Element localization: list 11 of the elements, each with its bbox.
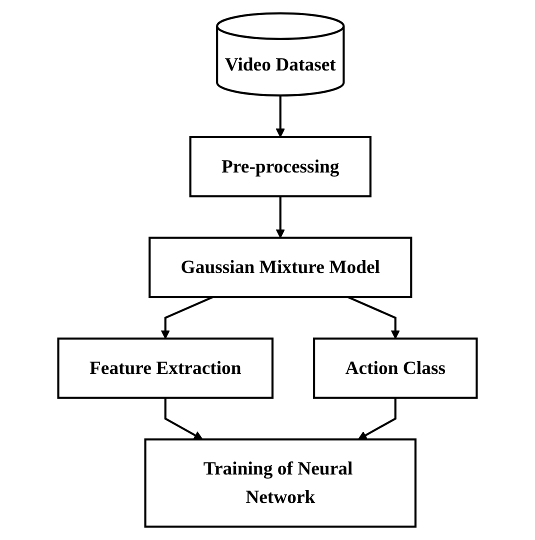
- node-box: Action Class: [313, 338, 478, 399]
- arrow: [348, 296, 400, 339]
- node-box: Pre-processing: [189, 136, 372, 198]
- arrow: [164, 398, 203, 440]
- node-box: Feature Extraction: [57, 338, 274, 399]
- arrow: [276, 95, 285, 138]
- arrow: [276, 196, 285, 238]
- arrow: [358, 398, 396, 440]
- arrow: [160, 296, 214, 339]
- node-box: Gaussian Mixture Model: [148, 236, 412, 298]
- node-box: Training of Neural Network: [144, 438, 417, 528]
